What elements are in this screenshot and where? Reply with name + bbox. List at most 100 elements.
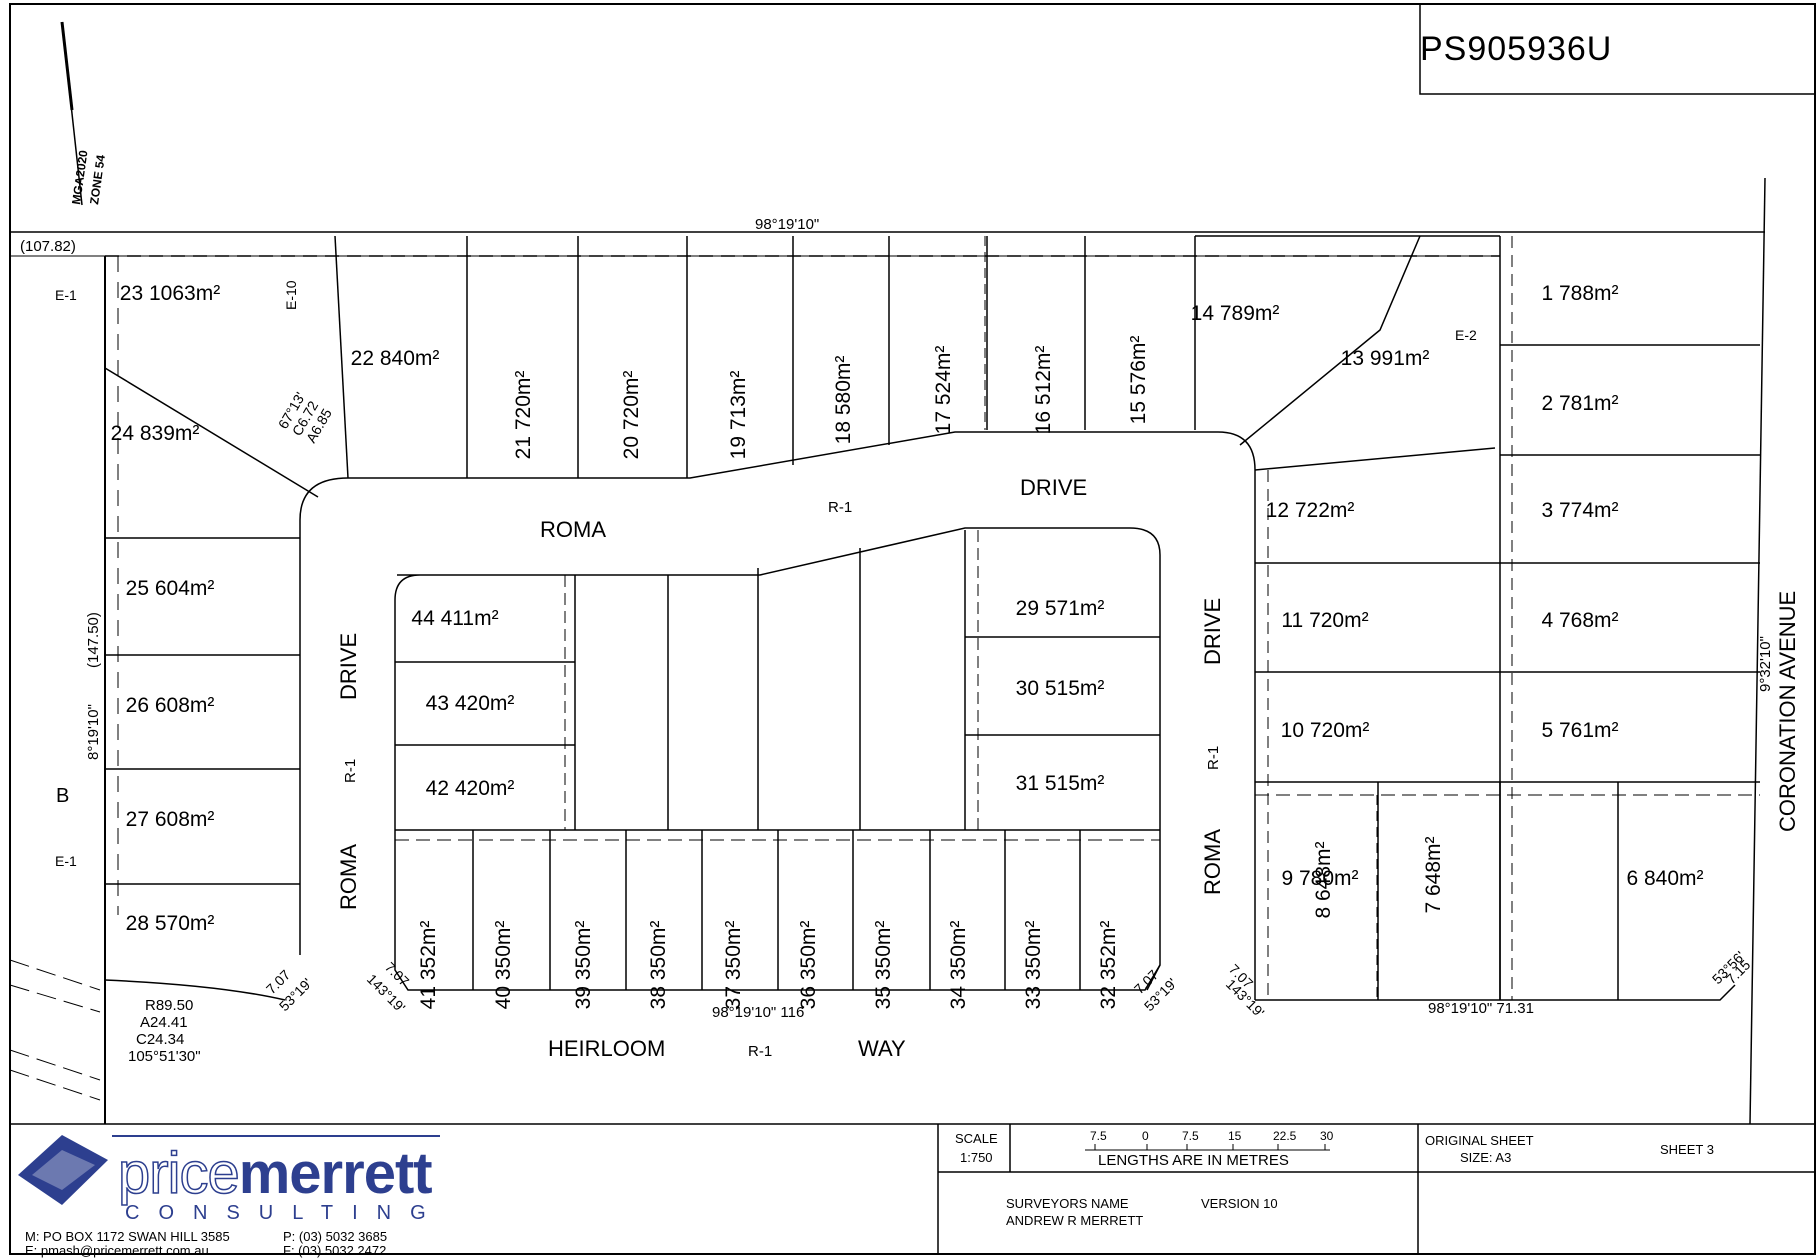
- lot-area: 411m²: [441, 607, 499, 630]
- west-column: [104, 520, 301, 1001]
- lot-area: 720m²: [512, 371, 535, 431]
- lot-number: 20: [620, 430, 643, 459]
- road-heirloom: HEIRLOOM: [548, 1036, 665, 1061]
- easement-e10-top: E-10: [283, 280, 299, 310]
- lot-number: 43: [426, 692, 455, 715]
- lot-label: 31 515m²: [1016, 772, 1105, 795]
- original-sheet: ORIGINAL SHEET: [1425, 1133, 1534, 1148]
- lot-label: 21 720m²: [512, 371, 535, 460]
- lot-number: 4: [1541, 609, 1559, 632]
- curve-sw-angle: 105°51'30": [128, 1048, 201, 1065]
- lot-area: 720m²: [620, 371, 643, 431]
- lot-label: 1 788m²: [1541, 282, 1618, 305]
- lot-label: 32 352m²: [1097, 921, 1120, 1010]
- lot-label: 9 780m²: [1281, 867, 1358, 890]
- west-length: (147.50): [85, 612, 102, 668]
- curve-sw-arc: A24.41: [140, 1014, 188, 1031]
- plan-number-box: [1419, 3, 1816, 95]
- road-roma-north: ROMA: [540, 517, 606, 542]
- east-bearing: 9°32'10": [1757, 636, 1774, 692]
- lot-number: 25: [126, 577, 155, 600]
- title-block: [10, 1123, 1815, 1254]
- lot-label: 37 350m²: [722, 921, 745, 1010]
- lot-area: 570m²: [155, 912, 215, 935]
- scale-tick-label: 15: [1228, 1129, 1242, 1143]
- lot-number: 38: [647, 980, 670, 1009]
- contact-address: M: PO BOX 1172 SWAN HILL 3585: [25, 1229, 230, 1244]
- lot-number: 28: [126, 912, 155, 935]
- east-block: [1146, 236, 1760, 1001]
- parcel-b-label: B: [56, 785, 69, 807]
- scale-label: SCALE: [955, 1131, 998, 1146]
- lot-area: 571m²: [1045, 597, 1105, 620]
- scale-tick-label: 7.5: [1182, 1129, 1199, 1143]
- central-block: [394, 527, 1161, 991]
- lot-area: 604m²: [155, 577, 215, 600]
- lot-label: 11 720m²: [1281, 609, 1368, 632]
- scale-caption: LENGTHS ARE IN METRES: [1098, 1152, 1289, 1169]
- lot-label: 19 713m²: [727, 371, 750, 460]
- lot-label: 43 420m²: [426, 692, 515, 715]
- lot-area: 352m²: [417, 921, 440, 981]
- lot-number: 35: [872, 980, 895, 1009]
- lot-area: 781m²: [1559, 392, 1619, 415]
- lot-area: 420m²: [455, 777, 515, 800]
- lot-number: 9: [1281, 867, 1299, 890]
- easement-e1-west: E-1: [55, 287, 77, 303]
- sheet-frame: [9, 3, 1816, 1255]
- lot-area: 608m²: [155, 694, 215, 717]
- lot-area: 350m²: [947, 921, 970, 981]
- scale-value: 1:750: [960, 1150, 993, 1165]
- lot-label: 5 761m²: [1541, 719, 1618, 742]
- lot-number: 21: [512, 430, 535, 459]
- lot-area: 768m²: [1559, 609, 1619, 632]
- lot-label: 8 648m²: [1312, 841, 1335, 918]
- surveyor-label: SURVEYORS NAME: [1006, 1196, 1129, 1211]
- lot-area: 350m²: [872, 921, 895, 981]
- logo-subtitle: CONSULTING: [125, 1202, 445, 1224]
- sheet-number: SHEET 3: [1660, 1142, 1714, 1157]
- lot-area: 1063m²: [149, 282, 220, 305]
- lot-area: 648m²: [1312, 841, 1335, 901]
- version-label: VERSION 10: [1201, 1196, 1278, 1211]
- lot-number: 39: [572, 980, 595, 1009]
- surveyor-name: ANDREW R MERRETT: [1006, 1213, 1143, 1228]
- bottom-right-total: 98°19'10" 71.31: [1428, 1000, 1534, 1017]
- lot-area: 713m²: [727, 371, 750, 431]
- company-logo-mark: [18, 1135, 108, 1205]
- logo-word-merrett: merrett: [238, 1141, 433, 1206]
- lot-number: 8: [1312, 901, 1335, 919]
- lot-area: 788m²: [1559, 282, 1619, 305]
- lot-label: 42 420m²: [426, 777, 515, 800]
- lot-number: 15: [1127, 395, 1150, 424]
- lot-number: 17: [932, 405, 955, 434]
- lot-label: 20 720m²: [620, 371, 643, 460]
- lot-number: 32: [1097, 980, 1120, 1009]
- lot-area: 648m²: [1422, 836, 1445, 896]
- lot-area: 780m²: [1299, 867, 1359, 890]
- contact-phone: P: (03) 5032 3685: [283, 1229, 388, 1244]
- lot-number: 24: [111, 422, 140, 445]
- lot-label: 38 350m²: [647, 921, 670, 1010]
- lot-label: 33 350m²: [1022, 921, 1045, 1010]
- road-drive-north: DRIVE: [1020, 475, 1087, 500]
- lot-number: 10: [1281, 719, 1310, 742]
- lot-label: 29 571m²: [1016, 597, 1105, 620]
- lot-label: 44 411m²: [411, 607, 498, 630]
- lot-area: 720m²: [1309, 609, 1369, 632]
- road-coronation: CORONATION AVENUE: [1775, 591, 1800, 832]
- lot-number: 11: [1281, 609, 1309, 632]
- easement-e1-west2: E-1: [55, 853, 77, 869]
- lot-number: 13: [1341, 347, 1370, 370]
- contact-email: E: pmash@pricemerrett.com.au: [25, 1243, 209, 1258]
- west-bearing: 8°19'10": [85, 704, 102, 760]
- curve-sw-chord: C24.34: [136, 1031, 184, 1048]
- lot-label: 12 722m²: [1266, 499, 1355, 522]
- lot-number: 12: [1266, 499, 1295, 522]
- lot-label: 27 608m²: [126, 808, 215, 831]
- lot-label: 14 789m²: [1191, 302, 1280, 325]
- lot-label: 26 608m²: [126, 694, 215, 717]
- lot-label: 13 991m²: [1341, 347, 1430, 370]
